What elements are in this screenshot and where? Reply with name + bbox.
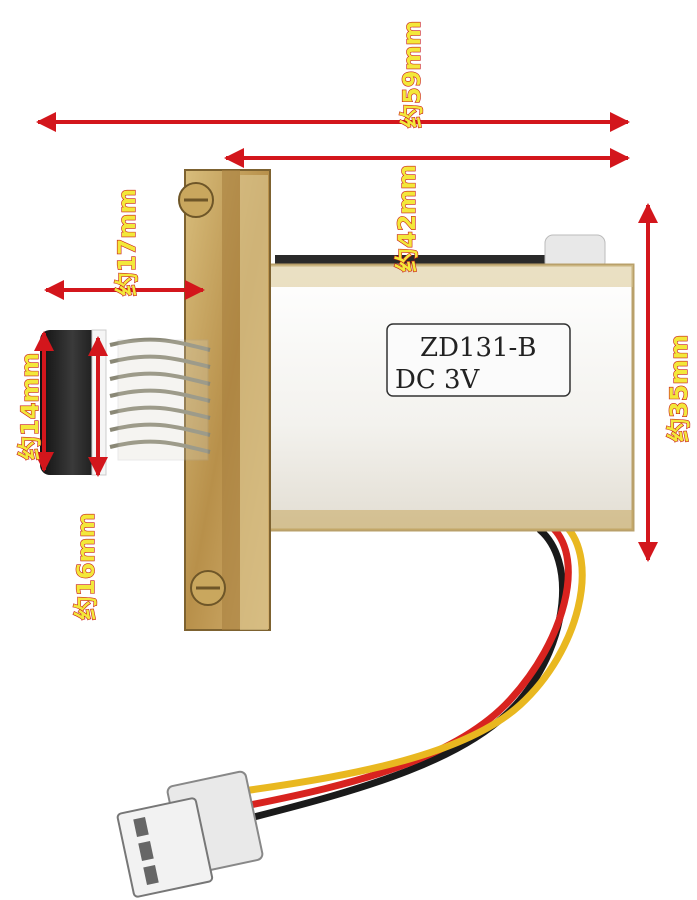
plunger-length-label: 约17mm <box>113 189 141 296</box>
model-text: ZD131-B <box>420 333 536 363</box>
spring <box>109 337 211 461</box>
dimension-lines <box>34 112 658 562</box>
voltage-text: DC 3V <box>395 365 481 395</box>
spring-diameter-label: 约16mm <box>72 513 100 620</box>
overall-length-label: 约59mm <box>398 21 426 128</box>
dimension-labels: 约59mm 约42mm 约17mm 约35mm 约14mm 约16mm <box>15 20 693 621</box>
coil-body <box>266 263 635 532</box>
body-height-label: 约35mm <box>665 335 693 442</box>
wire-connector <box>116 770 264 898</box>
body-length-label: 约42mm <box>393 165 421 272</box>
cap-diameter-label: 约14mm <box>16 353 44 460</box>
label-plate: ZD131-B DC 3V <box>386 323 571 397</box>
wire-harness <box>246 521 586 822</box>
